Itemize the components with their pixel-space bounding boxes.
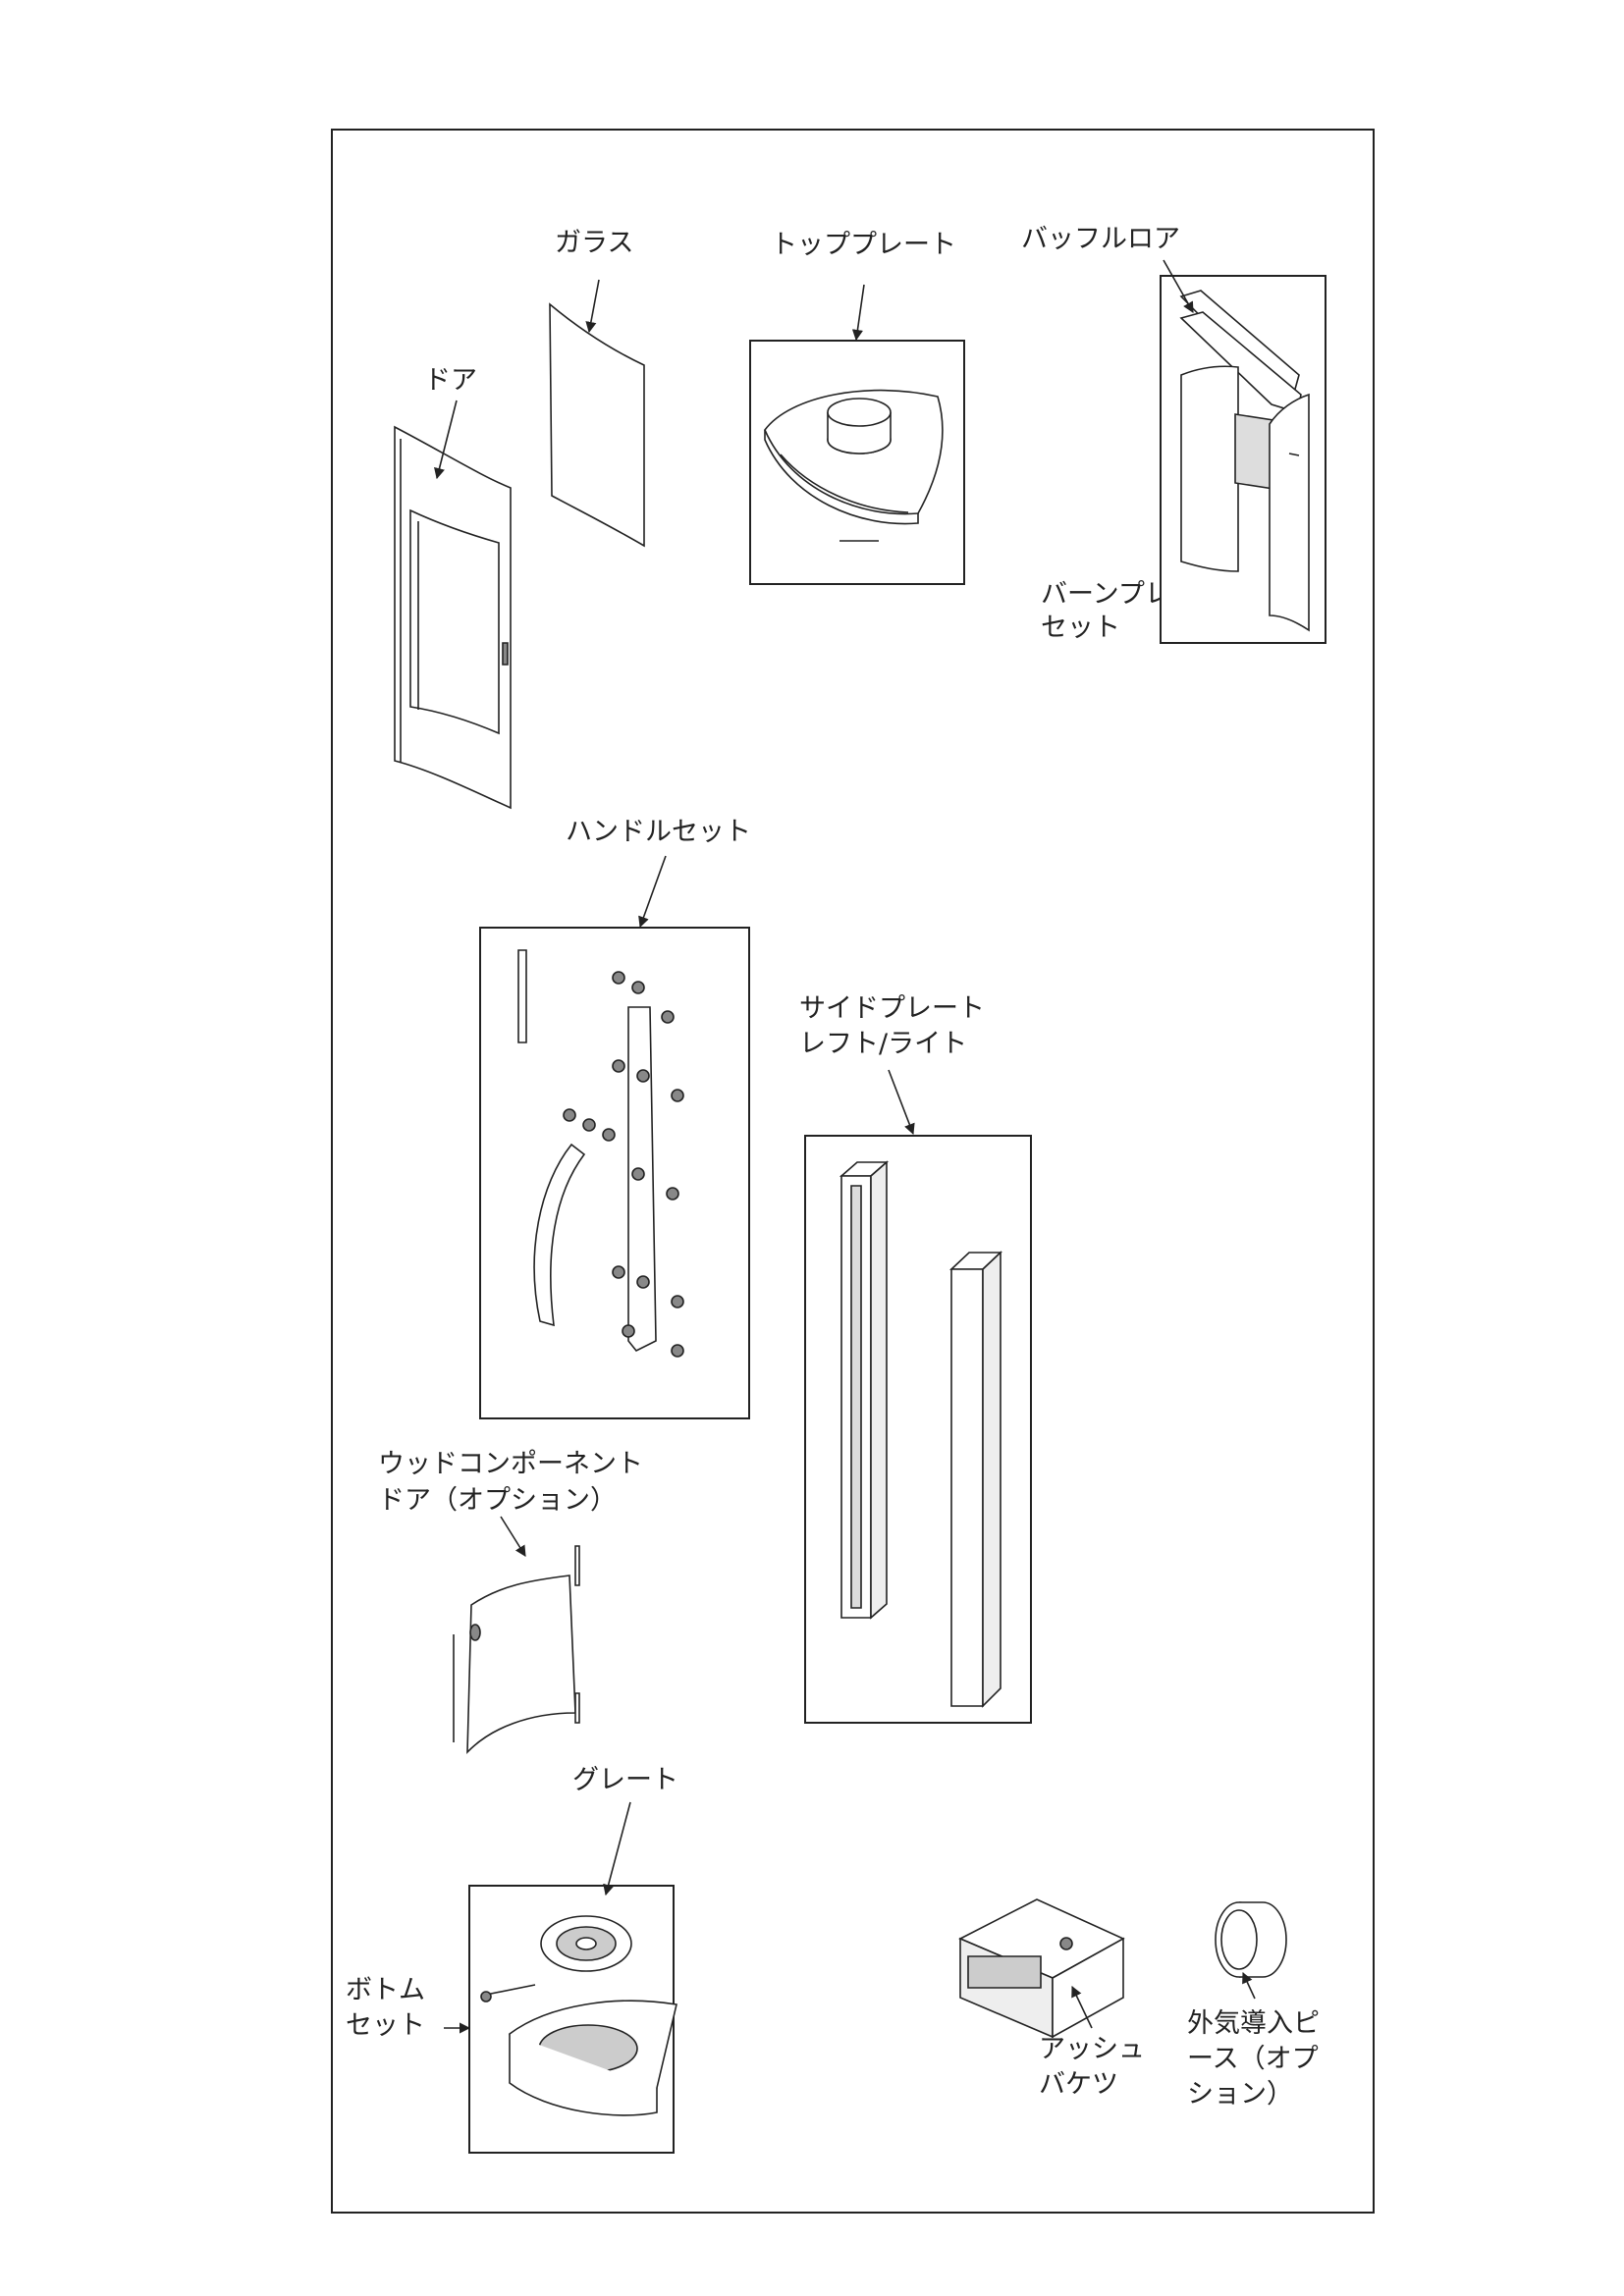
burn-plate-drawing	[1162, 277, 1325, 642]
label-door: ドア	[424, 365, 477, 396]
label-outside-air-piece-2: ース（オプ	[1187, 2044, 1319, 2074]
label-ash-bucket-1: アッシュ	[1039, 2034, 1145, 2064]
label-glass: ガラス	[555, 228, 634, 258]
wood-component-door-drawing	[442, 1546, 584, 1752]
top-plate-box	[749, 340, 965, 585]
label-top-plate: トッププレート	[771, 230, 956, 260]
door-drawing	[393, 427, 515, 808]
label-bottom-set-2: セット	[346, 2010, 425, 2041]
bottom-set-box	[468, 1885, 675, 2154]
glass-drawing	[550, 304, 648, 546]
label-wood-component-door-2: ドア（オプション）	[378, 1485, 617, 1516]
side-plate-box	[804, 1135, 1032, 1724]
label-side-plate-2: レフト/ライト	[799, 1029, 968, 1059]
top-plate-drawing	[751, 342, 963, 583]
burn-plate-box	[1160, 275, 1326, 644]
label-baffle-lower: バッフルロア	[1021, 224, 1180, 254]
label-outside-air-piece-3: ション）	[1187, 2079, 1293, 2109]
bottom-set-drawing	[470, 1887, 673, 2152]
label-ash-bucket-2: バケツ	[1039, 2069, 1118, 2100]
ash-bucket-drawing	[958, 1899, 1125, 2047]
handle-set-drawing	[481, 929, 748, 1417]
label-outside-air-piece-1: 外気導入ピ	[1187, 2008, 1320, 2039]
label-handle-set: ハンドルセット	[566, 817, 751, 847]
handle-set-box	[479, 927, 750, 1419]
outside-air-piece-drawing	[1210, 1898, 1278, 1982]
side-plate-drawing	[806, 1137, 1030, 1722]
label-side-plate-1: サイドプレート	[799, 993, 985, 1024]
label-grate: グレート	[572, 1765, 678, 1795]
label-bottom-set-1: ボトム	[346, 1975, 425, 2005]
label-burn-plate-set-2: セット	[1041, 613, 1120, 643]
diagram-frame	[331, 129, 1375, 2214]
label-wood-component-door-1: ウッドコンポーネント	[378, 1449, 643, 1479]
